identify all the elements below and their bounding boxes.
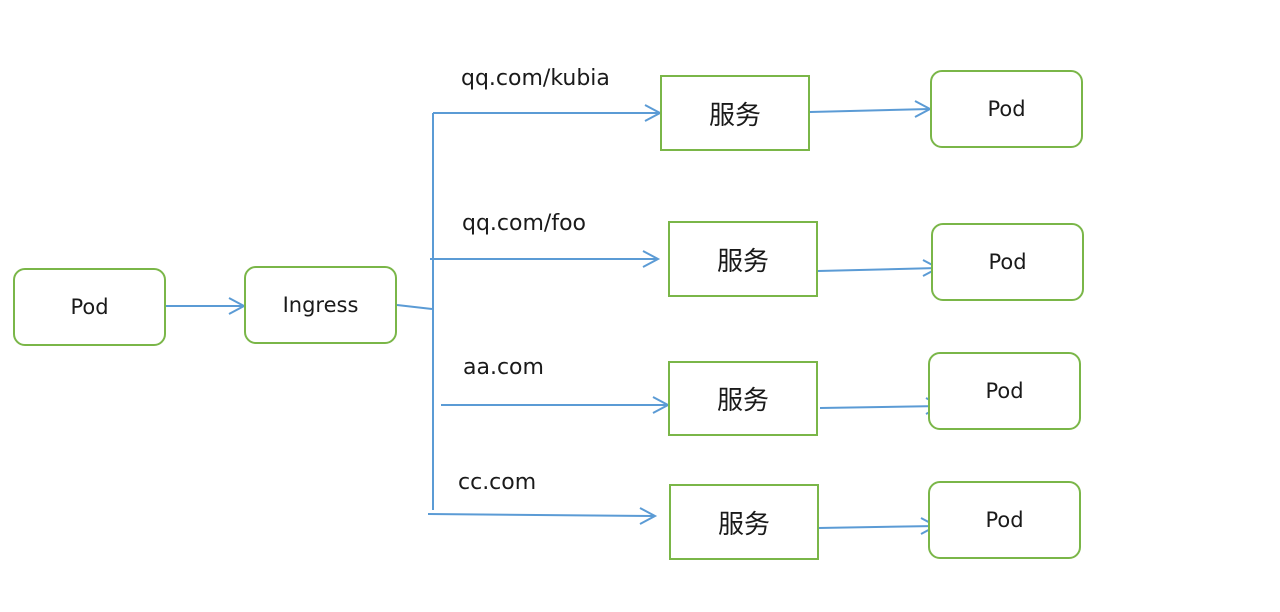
target-pod-label: Pod xyxy=(988,250,1027,274)
target-pod-node-2: Pod xyxy=(931,223,1084,301)
ingress-label: Ingress xyxy=(282,293,359,317)
service-node-2: 服务 xyxy=(668,221,818,297)
route-host-label-3: aa.com xyxy=(463,355,544,380)
service-node-4: 服务 xyxy=(669,484,819,560)
source-pod-node: Pod xyxy=(13,268,166,346)
arrow-trunk-to-service-4 xyxy=(427,513,656,517)
target-pod-node-4: Pod xyxy=(928,481,1081,559)
service-label: 服务 xyxy=(708,100,761,131)
service-label: 服务 xyxy=(716,386,769,416)
route-host-label-2: qq.com/foo xyxy=(462,211,586,236)
arrow-service-4-to-pod-4 xyxy=(817,525,937,529)
arrow-service-1-to-pod-1 xyxy=(809,108,931,113)
connector-ingress-to-trunk xyxy=(396,304,433,310)
target-pod-label: Pod xyxy=(985,379,1024,403)
target-pod-node-1: Pod xyxy=(930,70,1083,148)
arrow-service-3-to-pod-3 xyxy=(819,405,942,409)
service-label: 服务 xyxy=(717,509,770,540)
target-pod-label: Pod xyxy=(985,508,1024,532)
source-pod-label: Pod xyxy=(70,295,109,319)
route-host-label-1: qq.com/kubia xyxy=(461,66,610,91)
arrow-service-2-to-pod-2 xyxy=(817,267,939,272)
target-pod-label: Pod xyxy=(987,97,1026,121)
target-pod-node-3: Pod xyxy=(928,352,1081,430)
service-label: 服务 xyxy=(716,246,769,277)
ingress-node: Ingress xyxy=(244,266,397,344)
arrowhead xyxy=(639,507,658,525)
arrowhead xyxy=(642,250,661,268)
service-node-3: 服务 xyxy=(668,361,818,436)
route-host-label-4: cc.com xyxy=(458,470,537,495)
service-node-1: 服务 xyxy=(660,75,810,151)
